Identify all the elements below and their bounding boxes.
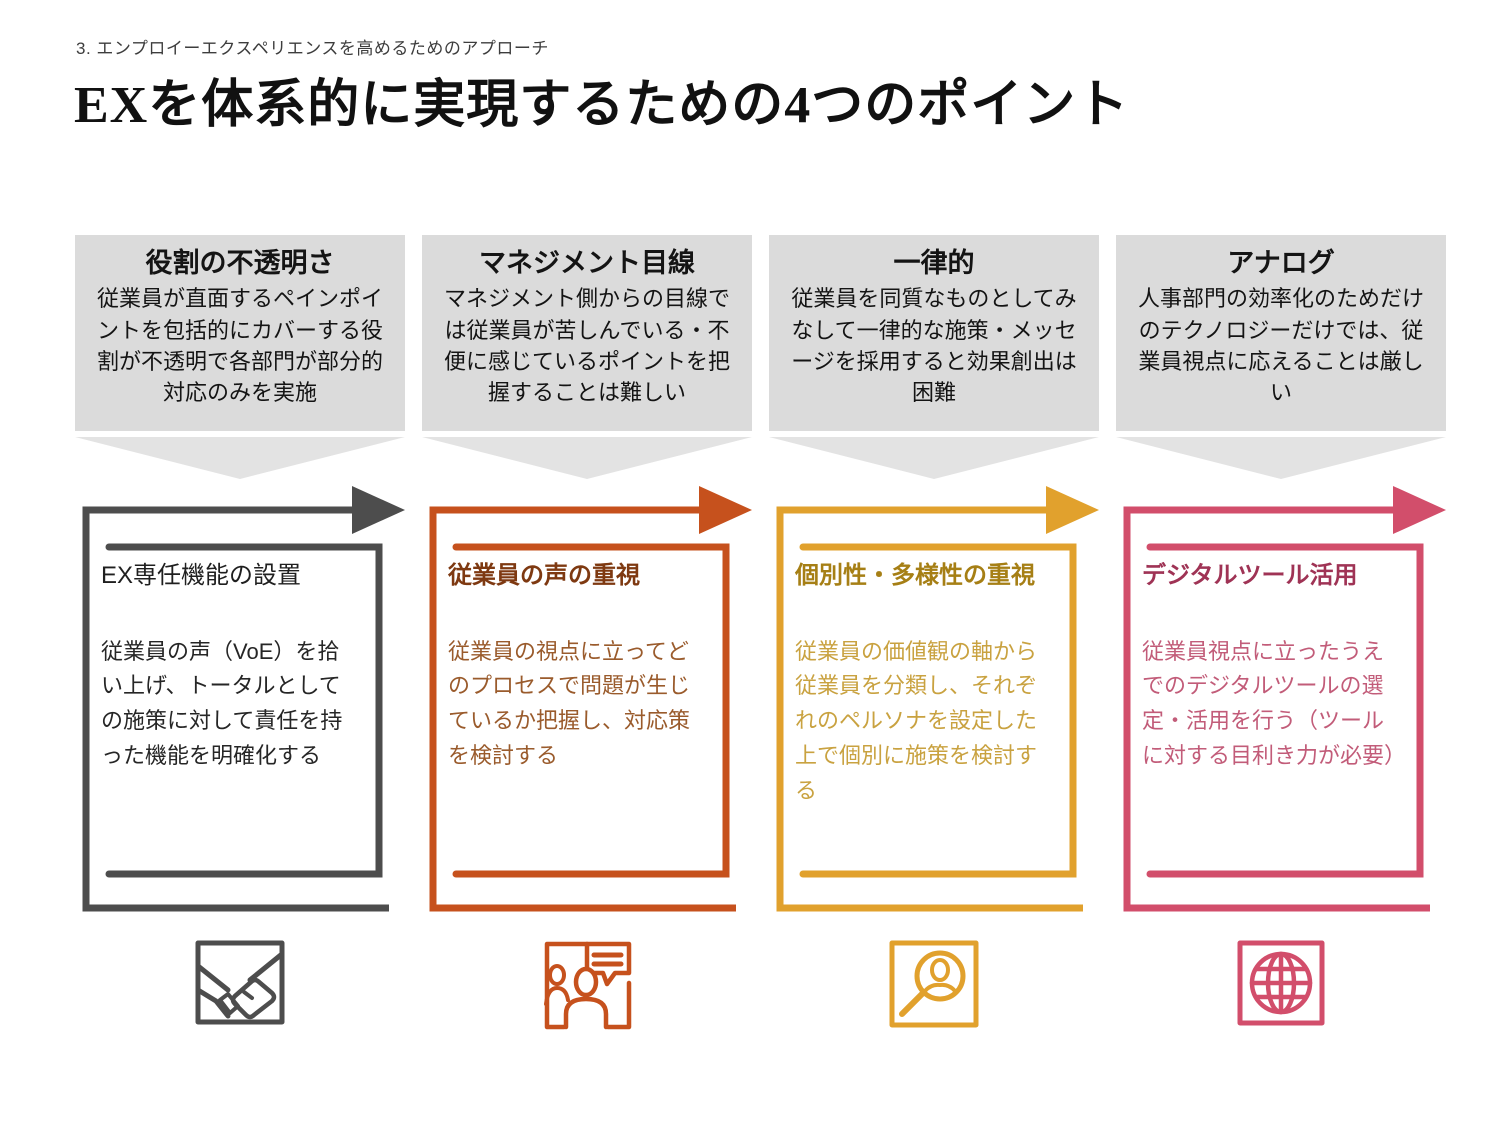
problem-title: 役割の不透明さ: [145, 248, 335, 278]
problem-body: 従業員が直面するペインポイントを包括的にカバーする役割が不透明で各部門が部分的対…: [96, 286, 383, 406]
chevron-down-icon: [75, 437, 405, 479]
solution-text: デジタルツール活用 従業員視点に立ったうえでのデジタルツールの選定・活用を行う（…: [1142, 559, 1407, 774]
problem-box: 役割の不透明さ 従業員が直面するペインポイントを包括的にカバーする役割が不透明で…: [75, 235, 405, 431]
column-analog: アナログ 人事部門の効率化のためだけのテクノロジーだけでは、従業員視点に応えるこ…: [1116, 235, 1446, 1035]
solution-title: デジタルツール活用: [1142, 562, 1358, 589]
loop-arrow-icon: [776, 486, 1099, 912]
solution-text: 個別性・多様性の重視 従業員の価値観の軸から従業員を分類し、それぞれのペルソナを…: [795, 559, 1049, 808]
solution-body: 従業員視点に立ったうえでのデジタルツールの選定・活用を行う（ツールに対する目利き…: [1142, 638, 1407, 768]
problem-box: マネジメント目線 マネジメント側からの目線では従業員が苦しんでいる・不便に感じて…: [422, 235, 752, 431]
column-uniformity: 一律的 従業員を同質なものとしてみなして一律的な施策・メッセージを採用すると効果…: [769, 235, 1099, 1035]
column-role-ambiguity: 役割の不透明さ 従業員が直面するペインポイントを包括的にカバーする役割が不透明で…: [75, 235, 405, 1035]
solution-body: 従業員の視点に立ってどのプロセスで問題が生じているか把握し、対応策を検討する: [448, 638, 691, 768]
solution-panel: デジタルツール活用 従業員視点に立ったうえでのデジタルツールの選定・活用を行う（…: [1116, 486, 1446, 915]
solution-panel: 個別性・多様性の重視 従業員の価値観の軸から従業員を分類し、それぞれのペルソナを…: [769, 486, 1099, 915]
solution-panel: EX専任機能の設置 従業員の声（VoE）を拾い上げ、トータルとしての施策に対して…: [75, 486, 405, 915]
solution-title: EX専任機能の設置: [101, 562, 302, 589]
problem-box: アナログ 人事部門の効率化のためだけのテクノロジーだけでは、従業員視点に応えるこ…: [1116, 235, 1446, 431]
person-search-icon: [769, 940, 1099, 1035]
problem-title: 一律的: [893, 248, 975, 278]
problem-title: マネジメント目線: [479, 248, 695, 278]
loop-arrow-icon: [82, 486, 405, 912]
solution-body: 従業員の声（VoE）を拾い上げ、トータルとしての施策に対して責任を持った機能を明…: [101, 638, 343, 768]
problem-box: 一律的 従業員を同質なものとしてみなして一律的な施策・メッセージを採用すると効果…: [769, 235, 1099, 431]
people-speech-icon: [422, 940, 752, 1035]
loop-arrow-icon: [429, 486, 752, 912]
solution-title: 個別性・多様性の重視: [795, 562, 1035, 589]
problem-body: 従業員を同質なものとしてみなして一律的な施策・メッセージを採用すると効果創出は困…: [791, 286, 1077, 406]
handshake-icon: [75, 940, 405, 1035]
slide-eyebrow: 3. エンプロイーエクスペリエンスを高めるためのアプローチ: [76, 39, 549, 58]
chevron-down-icon: [1116, 437, 1446, 479]
solution-text: 従業員の声の重視 従業員の視点に立ってどのプロセスで問題が生じているか把握し、対…: [448, 559, 702, 774]
problem-body: 人事部門の効率化のためだけのテクノロジーだけでは、従業員視点に応えることは厳しい: [1137, 286, 1424, 406]
chevron-down-icon: [769, 437, 1099, 479]
solution-title: 従業員の声の重視: [448, 562, 640, 589]
solution-text: EX専任機能の設置 従業員の声（VoE）を拾い上げ、トータルとしての施策に対して…: [101, 559, 355, 774]
solution-panel: 従業員の声の重視 従業員の視点に立ってどのプロセスで問題が生じているか把握し、対…: [422, 486, 752, 915]
chevron-down-icon: [422, 437, 752, 479]
column-management-view: マネジメント目線 マネジメント側からの目線では従業員が苦しんでいる・不便に感じて…: [422, 235, 752, 1035]
problem-title: アナログ: [1227, 248, 1335, 278]
solution-body: 従業員の価値観の軸から従業員を分類し、それぞれのペルソナを設定した上で個別に施策…: [795, 638, 1038, 803]
loop-arrow-icon: [1123, 486, 1446, 912]
problem-body: マネジメント側からの目線では従業員が苦しんでいる・不便に感じているポイントを把握…: [443, 286, 730, 406]
globe-icon: [1116, 940, 1446, 1035]
page-title: EXを体系的に実現するための4つのポイント: [74, 77, 1130, 134]
